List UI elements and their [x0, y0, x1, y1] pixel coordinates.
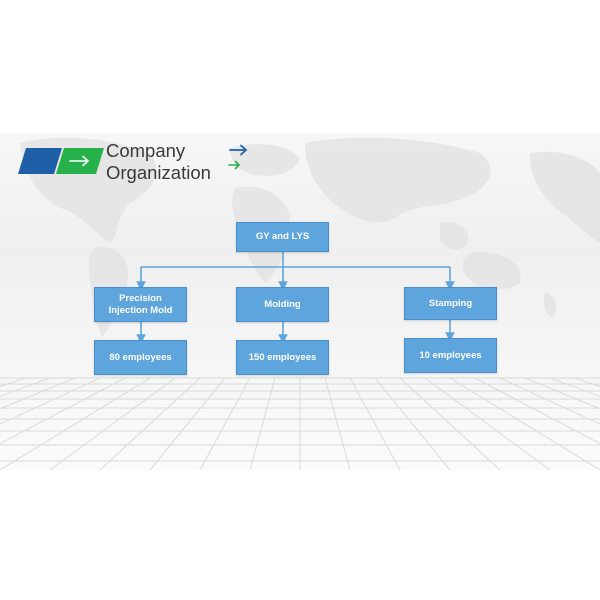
employee-count: 10 employees [419, 349, 482, 361]
title-line-1: Company [106, 140, 186, 161]
division-node-stamping: Stamping [404, 287, 497, 320]
division-label-line-1: Molding [264, 298, 301, 310]
employee-count: 80 employees [109, 351, 172, 363]
arrow-right-icon [229, 144, 247, 156]
root-node-label: GY and LYS [255, 231, 310, 242]
brand-logo [18, 148, 104, 174]
brand-blue-parallelogram [18, 148, 62, 174]
division-node-molding: Molding [236, 287, 329, 322]
root-node: GY and LYS [236, 222, 329, 252]
perspective-floor-grid [0, 377, 600, 470]
decorative-arrows [228, 144, 247, 170]
employees-node-stamping: 10 employees [404, 338, 497, 373]
employee-count: 150 employees [248, 351, 317, 363]
division-node-precision: Precision Injection Mold [94, 287, 187, 322]
employees-node-molding: 150 employees [236, 340, 329, 375]
page-title: Company Organization [106, 140, 211, 184]
division-label-line-1: Stamping [428, 297, 473, 309]
division-label-line-1: Precision [119, 292, 162, 304]
arrow-right-icon [228, 160, 240, 170]
employees-node-precision: 80 employees [94, 340, 187, 375]
arrow-right-icon [69, 155, 89, 167]
title-line-2: Organization [106, 162, 211, 183]
division-label-line-2: Injection Mold [108, 304, 173, 316]
